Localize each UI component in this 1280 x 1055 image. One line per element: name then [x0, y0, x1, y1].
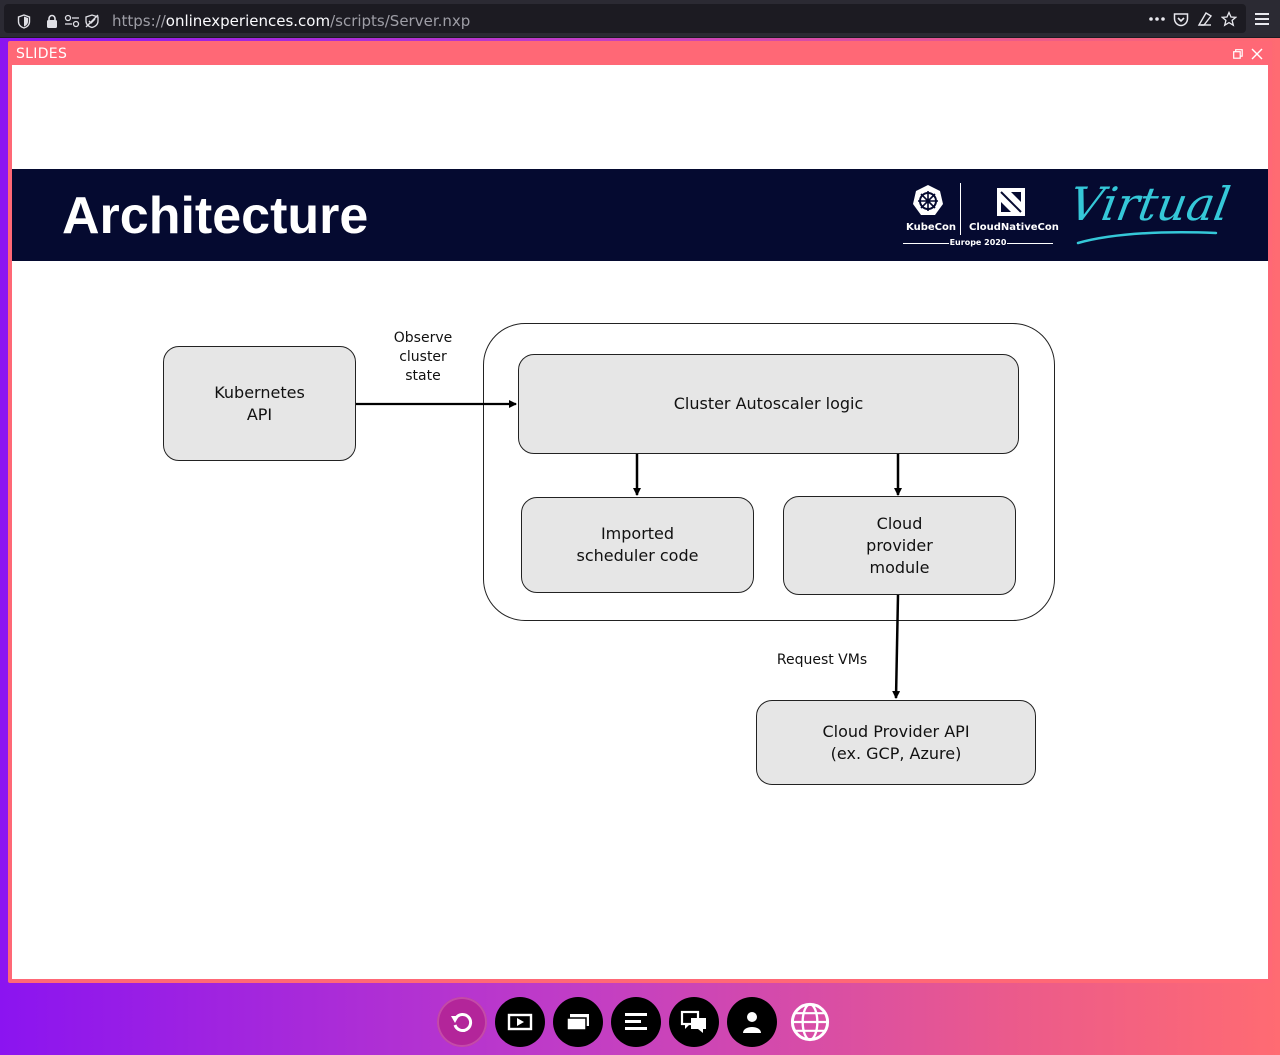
slide-title: Architecture — [62, 187, 369, 245]
cloud-api-line-1: Cloud Provider API — [822, 721, 970, 741]
slides-icon — [566, 1014, 589, 1031]
scheduler-code-line-2: scheduler code — [576, 546, 699, 565]
agenda-button[interactable] — [611, 997, 661, 1047]
kubecon-logo-icon — [913, 185, 943, 215]
observe-label-line-1: Observe — [393, 330, 453, 346]
permissions-icon[interactable] — [64, 13, 80, 29]
close-icon[interactable] — [1250, 47, 1264, 61]
slide-canvas: Architecture KubeCon CloudNativeCon Euro… — [12, 65, 1268, 979]
observe-label: Observe cluster state — [378, 329, 468, 386]
language-icon — [790, 1002, 830, 1042]
autoscaler-logic-box: Cluster Autoscaler logic — [518, 354, 1019, 454]
cloud-api-line-2: (ex. GCP, Azure) — [830, 743, 962, 763]
observe-label-line-2: cluster — [399, 349, 447, 365]
logo-divider — [960, 183, 961, 235]
refresh-button[interactable] — [437, 997, 487, 1047]
tracking-icon[interactable] — [84, 13, 100, 29]
pocket-icon[interactable] — [1171, 9, 1191, 29]
scheduler-code-box: Imported scheduler code — [521, 497, 754, 593]
provider-module-line-3: module — [869, 557, 930, 577]
panel-title: SLIDES — [16, 46, 68, 62]
url-scheme: https:// — [112, 12, 166, 30]
kubecon-wordmark: KubeCon — [906, 222, 956, 233]
virtual-wordmark: Virtual — [1065, 177, 1235, 231]
event-caption: Europe 2020 — [901, 237, 1055, 249]
cloudnativecon-logo-icon — [997, 188, 1025, 216]
browser-toolbar: https://onlinexperiences.com/scripts/Ser… — [0, 0, 1280, 38]
scheduler-code-line-1: Imported — [600, 524, 675, 543]
cloud-provider-api-box: Cloud Provider API(ex. GCP, Azure) — [756, 700, 1036, 785]
agenda-icon — [625, 1013, 647, 1030]
menu-icon[interactable] — [1252, 9, 1272, 29]
autoscaler-logic-text: Cluster Autoscaler logic — [673, 394, 864, 413]
cloudnativecon-wordmark: CloudNativeCon — [969, 222, 1059, 233]
virtual-swoosh-icon — [1076, 231, 1218, 245]
language-button[interactable] — [785, 997, 835, 1047]
url-domain: onlinexperiences.com — [165, 12, 331, 30]
kubernetes-api-line-2: API — [246, 404, 273, 424]
chat-button[interactable] — [669, 997, 719, 1047]
more-icon[interactable] — [1147, 9, 1167, 29]
url-path: /scripts/Server.nxp — [330, 12, 471, 30]
library-icon[interactable] — [1195, 9, 1215, 29]
observe-label-line-3: state — [405, 368, 441, 384]
provider-module-line-1: Cloud — [876, 513, 923, 533]
shield-icon[interactable] — [16, 13, 32, 29]
bottom-dock — [437, 997, 833, 1049]
video-button[interactable] — [495, 997, 545, 1047]
url-text[interactable]: https://onlinexperiences.com/scripts/Ser… — [112, 12, 470, 30]
profile-button[interactable] — [727, 997, 777, 1047]
slides-button[interactable] — [553, 997, 603, 1047]
request-vms-label: Request VMs — [776, 652, 868, 668]
profile-icon — [743, 1012, 761, 1033]
chat-icon — [680, 1010, 706, 1033]
refresh-icon — [451, 1013, 473, 1032]
url-bar[interactable]: https://onlinexperiences.com/scripts/Ser… — [4, 4, 1246, 33]
slide-header-banner — [12, 169, 1268, 261]
video-icon — [507, 1013, 533, 1031]
kubernetes-api-line-1: Kubernetes — [214, 382, 305, 402]
provider-module-line-2: provider — [866, 535, 933, 555]
restore-icon[interactable] — [1231, 47, 1245, 61]
lock-icon[interactable] — [44, 13, 60, 29]
bookmark-star-icon[interactable] — [1219, 9, 1239, 29]
